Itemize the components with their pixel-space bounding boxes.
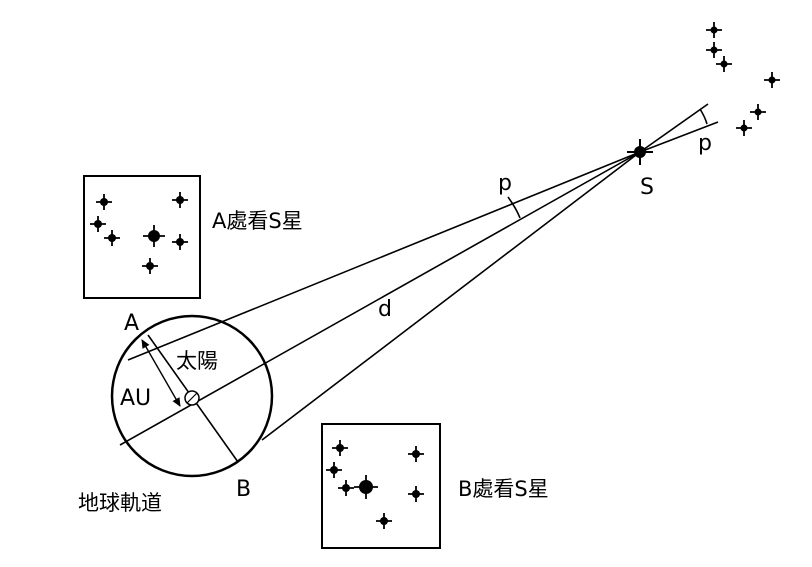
star-icon [326,462,342,478]
star-icon [736,120,752,136]
au-arrow [141,339,181,407]
parallax-arc-near [507,196,521,219]
star-icon [764,72,780,88]
star-icon [408,446,424,462]
parallax-arc-far [699,108,708,125]
view-from-a-stars [90,192,188,274]
ray-extension-2 [639,121,719,153]
earth-orbit-circle [110,314,274,478]
star-icon [172,234,188,250]
label-point-b: B [236,477,251,502]
ray-a-to-star [127,151,641,361]
ray-extension-1 [639,103,709,153]
star-icon [172,192,188,208]
star-icon [408,486,424,502]
label-view-from-b: B處看S星 [458,477,549,501]
background-stars [706,22,780,136]
star-icon [750,104,766,120]
sun-icon [184,390,200,406]
label-parallax-p-far: p [698,131,712,156]
star-icon [338,480,354,496]
label-parallax-p: p [498,171,512,196]
view-from-a-box [83,175,201,299]
label-view-from-a: A處看S星 [212,209,303,233]
star-icon [354,475,378,499]
star-icon [90,216,106,232]
star-icon [706,42,722,58]
label-distance-d: d [378,297,392,322]
sun-to-star-line [119,151,641,446]
label-point-a: A [124,311,139,336]
view-from-b-box [321,423,441,549]
star-icon [716,56,732,72]
star-icon [706,22,722,38]
label-star-s: S [640,175,654,200]
ray-b-to-star [261,151,641,441]
star-icon [142,258,158,274]
label-au: AU [120,386,151,411]
label-earth-orbit: 地球軌道 [78,491,162,515]
star-icon [96,194,112,210]
star-s-icon [627,139,653,165]
star-icon [104,230,120,246]
label-sun: 太陽 [176,349,218,373]
star-icon [376,513,392,529]
view-from-b-stars [326,440,424,529]
star-icon [332,440,348,456]
star-icon [143,225,165,247]
